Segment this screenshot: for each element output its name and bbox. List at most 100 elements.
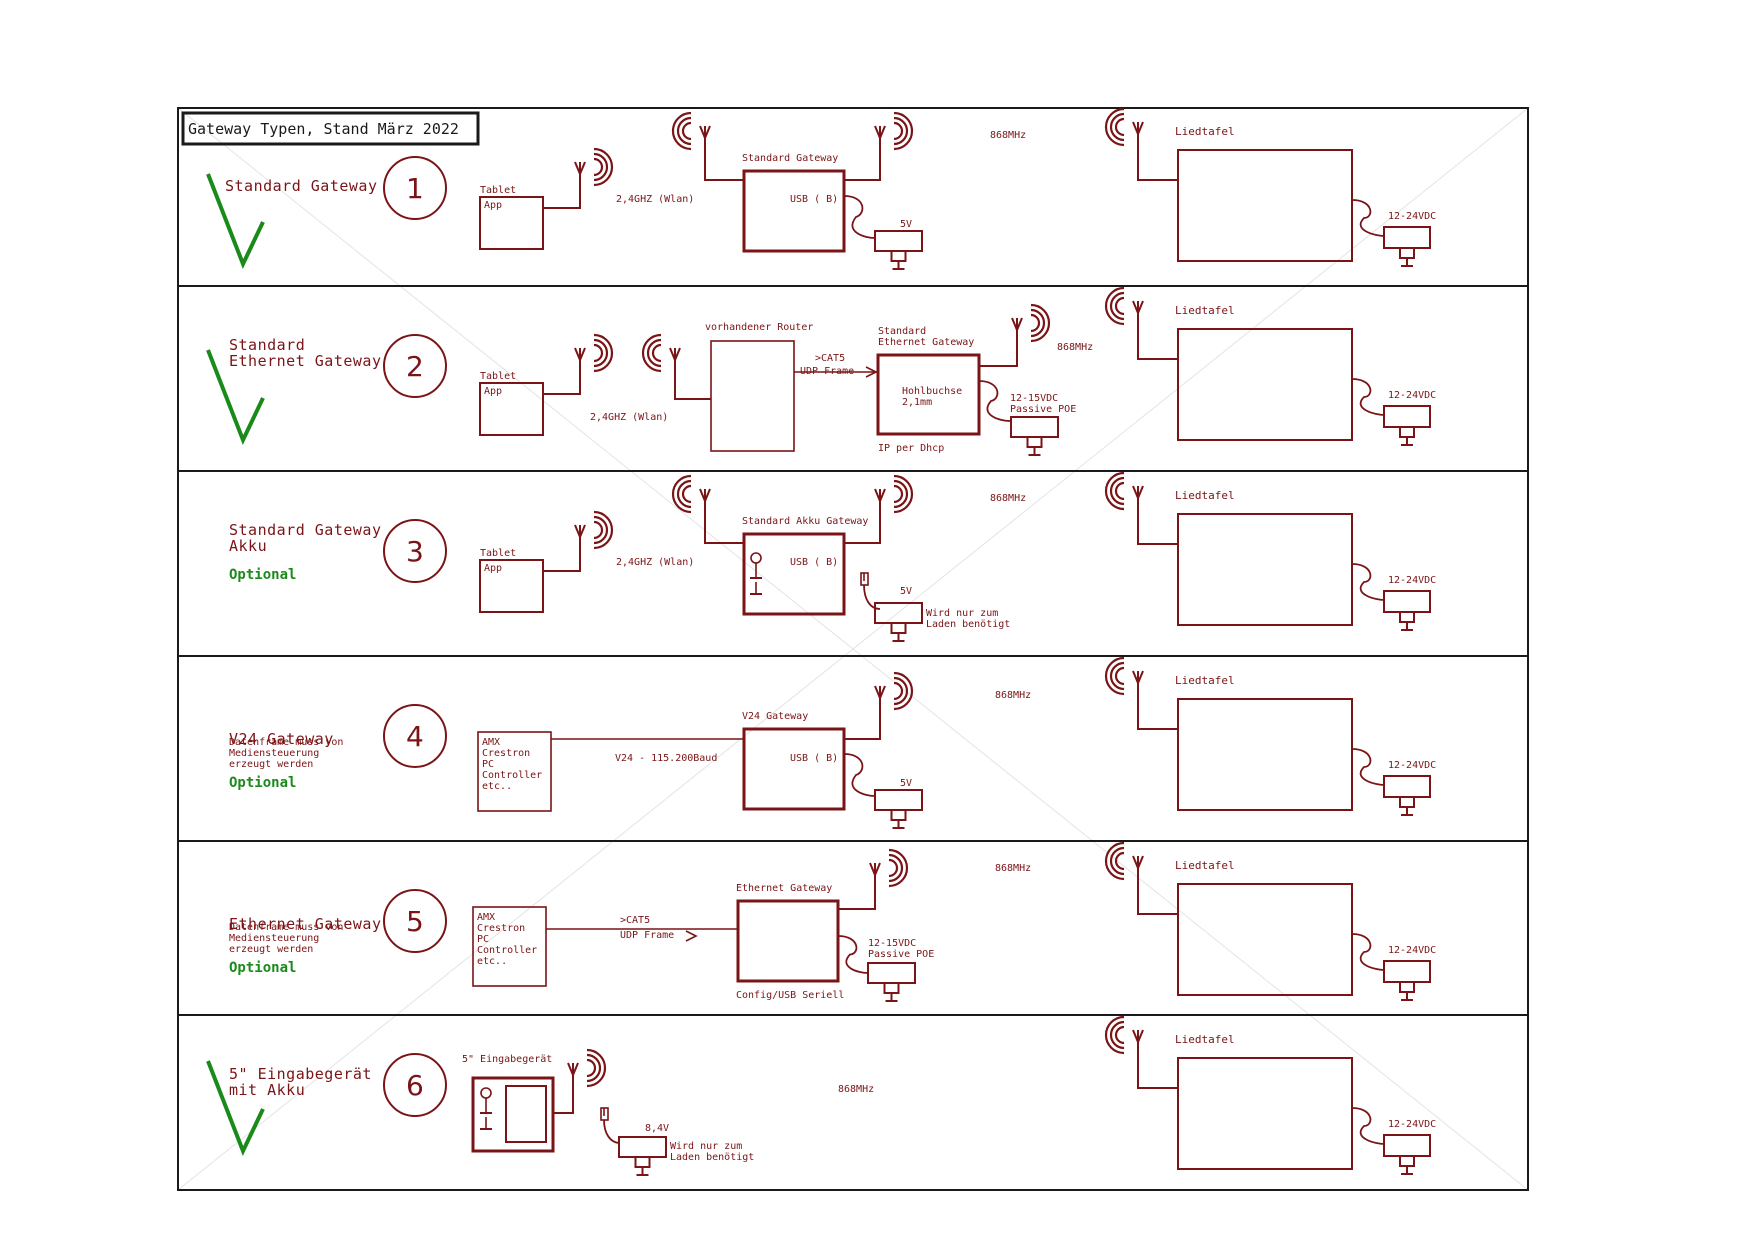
liedtafel-power-plug-icon xyxy=(1383,590,1431,631)
controller-label: Crestron xyxy=(477,923,525,934)
plug-body xyxy=(1383,226,1431,249)
device-power-plug-icon xyxy=(618,1136,667,1176)
usb-label: USB ( B) xyxy=(790,194,838,205)
liedtafel-label: Liedtafel xyxy=(1175,674,1235,687)
row-description: Datenframe muss von xyxy=(229,737,343,748)
liedtafel-power-plug-icon xyxy=(1383,226,1431,267)
liedtafel-antenna-icon xyxy=(1104,656,1144,696)
controller-label: Controller xyxy=(477,945,537,956)
device-box xyxy=(471,1076,555,1153)
plug-neck xyxy=(1399,247,1415,259)
supply-label: 12-24VDC xyxy=(1388,390,1436,401)
power-cable xyxy=(1351,933,1386,971)
plug-body xyxy=(874,789,923,811)
app-label: App xyxy=(484,386,502,397)
wave-arc xyxy=(1114,481,1125,501)
liedtafel-box xyxy=(1177,149,1353,262)
power-cable xyxy=(837,935,869,974)
liedtafel-antenna-icon xyxy=(1104,107,1144,147)
wave-arc xyxy=(1030,313,1041,333)
wave-arc xyxy=(593,515,609,545)
liedtafel-label: Liedtafel xyxy=(1175,1033,1235,1046)
liedtafel-power-plug-icon xyxy=(1383,405,1431,446)
power-label: 5V xyxy=(900,778,912,789)
gateway-antenna-left-icon xyxy=(671,111,711,151)
gateway-box xyxy=(742,532,846,616)
router-antenna-icon xyxy=(641,333,681,373)
plug-neck xyxy=(890,622,907,634)
device-antenna-wire xyxy=(553,1077,574,1114)
poe-label: Passive POE xyxy=(1010,404,1076,415)
liedtafel-antenna-wire xyxy=(1137,870,1178,915)
arrow-head xyxy=(865,366,878,378)
row-number: 3 xyxy=(406,535,424,568)
controller-label: etc.. xyxy=(477,956,507,967)
row-number-circle xyxy=(383,889,447,953)
outer-frame xyxy=(177,107,1529,1191)
gateway-name: Ethernet Gateway xyxy=(736,883,832,894)
tablet-antenna-icon xyxy=(574,147,614,187)
wave-arc xyxy=(893,671,914,711)
row-description: erzeugt werden xyxy=(229,944,313,955)
power-cable xyxy=(978,380,1011,422)
plug-neck xyxy=(1399,796,1415,808)
tablet-box xyxy=(479,196,544,250)
cat5-label: >CAT5 xyxy=(815,353,845,364)
plug-neck xyxy=(1399,611,1415,623)
row-number: 4 xyxy=(406,720,424,753)
liedtafel-power-plug-icon xyxy=(1383,960,1431,1001)
wave-arc xyxy=(1030,303,1051,343)
liedtafel-box xyxy=(1177,328,1353,441)
arrow-head xyxy=(685,930,698,942)
hohlbuchse-label: Hohlbuchse xyxy=(902,386,962,397)
optional-label: Optional xyxy=(229,567,296,583)
note-label: Wird nur zum xyxy=(670,1141,742,1152)
usb-label: USB ( B) xyxy=(790,557,838,568)
liedtafel-box xyxy=(1177,698,1353,811)
wave-arc xyxy=(593,338,609,368)
wave-arc xyxy=(671,111,692,151)
supply-label: 12-24VDC xyxy=(1388,1119,1436,1130)
tablet-label: Tablet xyxy=(480,371,516,382)
router-label: vorhandener Router xyxy=(705,322,813,333)
app-label: App xyxy=(484,200,502,211)
gateway-power-plug-icon xyxy=(874,230,923,270)
gateway-wire-right xyxy=(844,140,881,181)
wave-arc xyxy=(1114,1025,1125,1045)
wave-arc xyxy=(593,343,604,363)
wave-arc xyxy=(593,147,614,187)
gateway-power-plug-icon xyxy=(1010,416,1059,456)
plug-neck xyxy=(634,1156,651,1168)
note-label: Wird nur zum xyxy=(926,608,998,619)
gateway-box xyxy=(876,353,981,436)
battery-icon xyxy=(750,552,762,595)
wave-arc xyxy=(888,858,899,878)
gateway-wire-left xyxy=(704,503,744,544)
power-cable xyxy=(1351,378,1386,416)
power-label: 5V xyxy=(900,586,912,597)
row-description: Mediensteuerung xyxy=(229,933,319,944)
wave-arc xyxy=(893,479,909,509)
gateway-antenna-right-icon xyxy=(874,111,914,151)
frequency-label: 868MHz xyxy=(990,493,1026,504)
udp-label: UDP Frame xyxy=(620,930,674,941)
note-label: Laden benötigt xyxy=(670,1152,754,1163)
wave-arc xyxy=(1109,661,1125,691)
plug-neck xyxy=(890,250,907,262)
poe-label: Passive POE xyxy=(868,949,934,960)
plug-body xyxy=(1383,590,1431,613)
check-icon xyxy=(206,173,265,270)
device-antenna-icon xyxy=(567,1048,607,1088)
poe-label: 12-15VDC xyxy=(868,938,916,949)
wave-arc xyxy=(893,111,914,151)
wave-arc xyxy=(1109,291,1125,321)
gateway-name: Standard xyxy=(878,326,926,337)
row-number: 6 xyxy=(406,1069,424,1102)
liedtafel-label: Liedtafel xyxy=(1175,859,1235,872)
plug-body xyxy=(1383,775,1431,798)
wave-arc xyxy=(1104,1015,1125,1055)
